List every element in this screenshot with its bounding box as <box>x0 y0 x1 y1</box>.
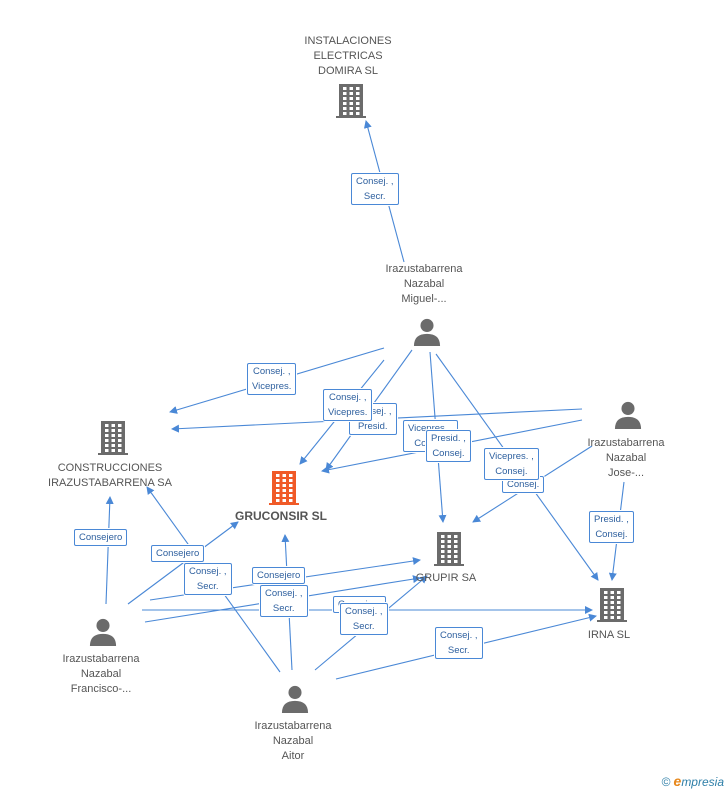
edge-line <box>127 521 239 605</box>
edge-label[interactable]: Consej. , Vicepres. <box>247 363 297 395</box>
person-icon[interactable] <box>413 318 441 351</box>
brand-name: mpresia <box>681 775 724 789</box>
node-label-aitor[interactable]: Irazustabarrena Nazabal Aitor <box>254 720 332 762</box>
edge-label[interactable]: Consej. , Secr. <box>351 173 399 205</box>
building-icon[interactable] <box>98 421 128 460</box>
building-icon[interactable] <box>336 84 366 123</box>
person-icon[interactable] <box>614 401 642 434</box>
brand-initial: e <box>673 773 682 789</box>
building-icon[interactable] <box>434 532 464 571</box>
edge-label[interactable]: Presid. , Consej. <box>426 430 471 462</box>
edge-label[interactable]: Consej. , Secr. <box>435 627 483 659</box>
edge-label[interactable]: Consej. , Secr. <box>340 603 388 635</box>
edge-label[interactable]: Consej. , Secr. <box>184 563 232 595</box>
building-icon[interactable] <box>597 588 627 627</box>
edge-label[interactable]: Consej. , Vicepres. <box>323 389 373 421</box>
node-label-construcciones[interactable]: CONSTRUCCIONES IRAZUSTABARRENA SA <box>48 462 172 489</box>
edge-label[interactable]: Presid. , Consej. <box>589 511 634 543</box>
node-label-jose[interactable]: Irazustabarrena Nazabal Jose-... <box>587 437 665 479</box>
footer-brand[interactable]: ©empresia <box>662 773 724 789</box>
node-label-miguel[interactable]: Irazustabarrena Nazabal Miguel-... <box>385 263 463 305</box>
node-label-gruconsir[interactable]: GRUCONSIR SL <box>234 509 328 523</box>
building-icon[interactable] <box>269 471 299 510</box>
edge-line <box>105 496 114 605</box>
person-icon[interactable] <box>281 685 309 718</box>
edge-label[interactable]: Consejero <box>252 567 306 584</box>
node-label-irna[interactable]: IRNA SL <box>587 629 631 641</box>
edge-label[interactable]: Consejero <box>151 545 205 562</box>
node-label-grupir[interactable]: GRUPIR SA <box>415 572 477 584</box>
edge-label[interactable]: Vicepres. , Consej. <box>484 448 539 480</box>
edge-label[interactable]: Consejero <box>74 529 128 546</box>
node-label-francisco[interactable]: Irazustabarrena Nazabal Francisco-... <box>62 653 140 695</box>
person-icon[interactable] <box>89 618 117 651</box>
copyright-symbol: © <box>661 775 671 789</box>
edge-label[interactable]: Consej. , Secr. <box>260 585 308 617</box>
node-label-instalaciones[interactable]: INSTALACIONES ELECTRICAS DOMIRA SL <box>304 35 392 77</box>
